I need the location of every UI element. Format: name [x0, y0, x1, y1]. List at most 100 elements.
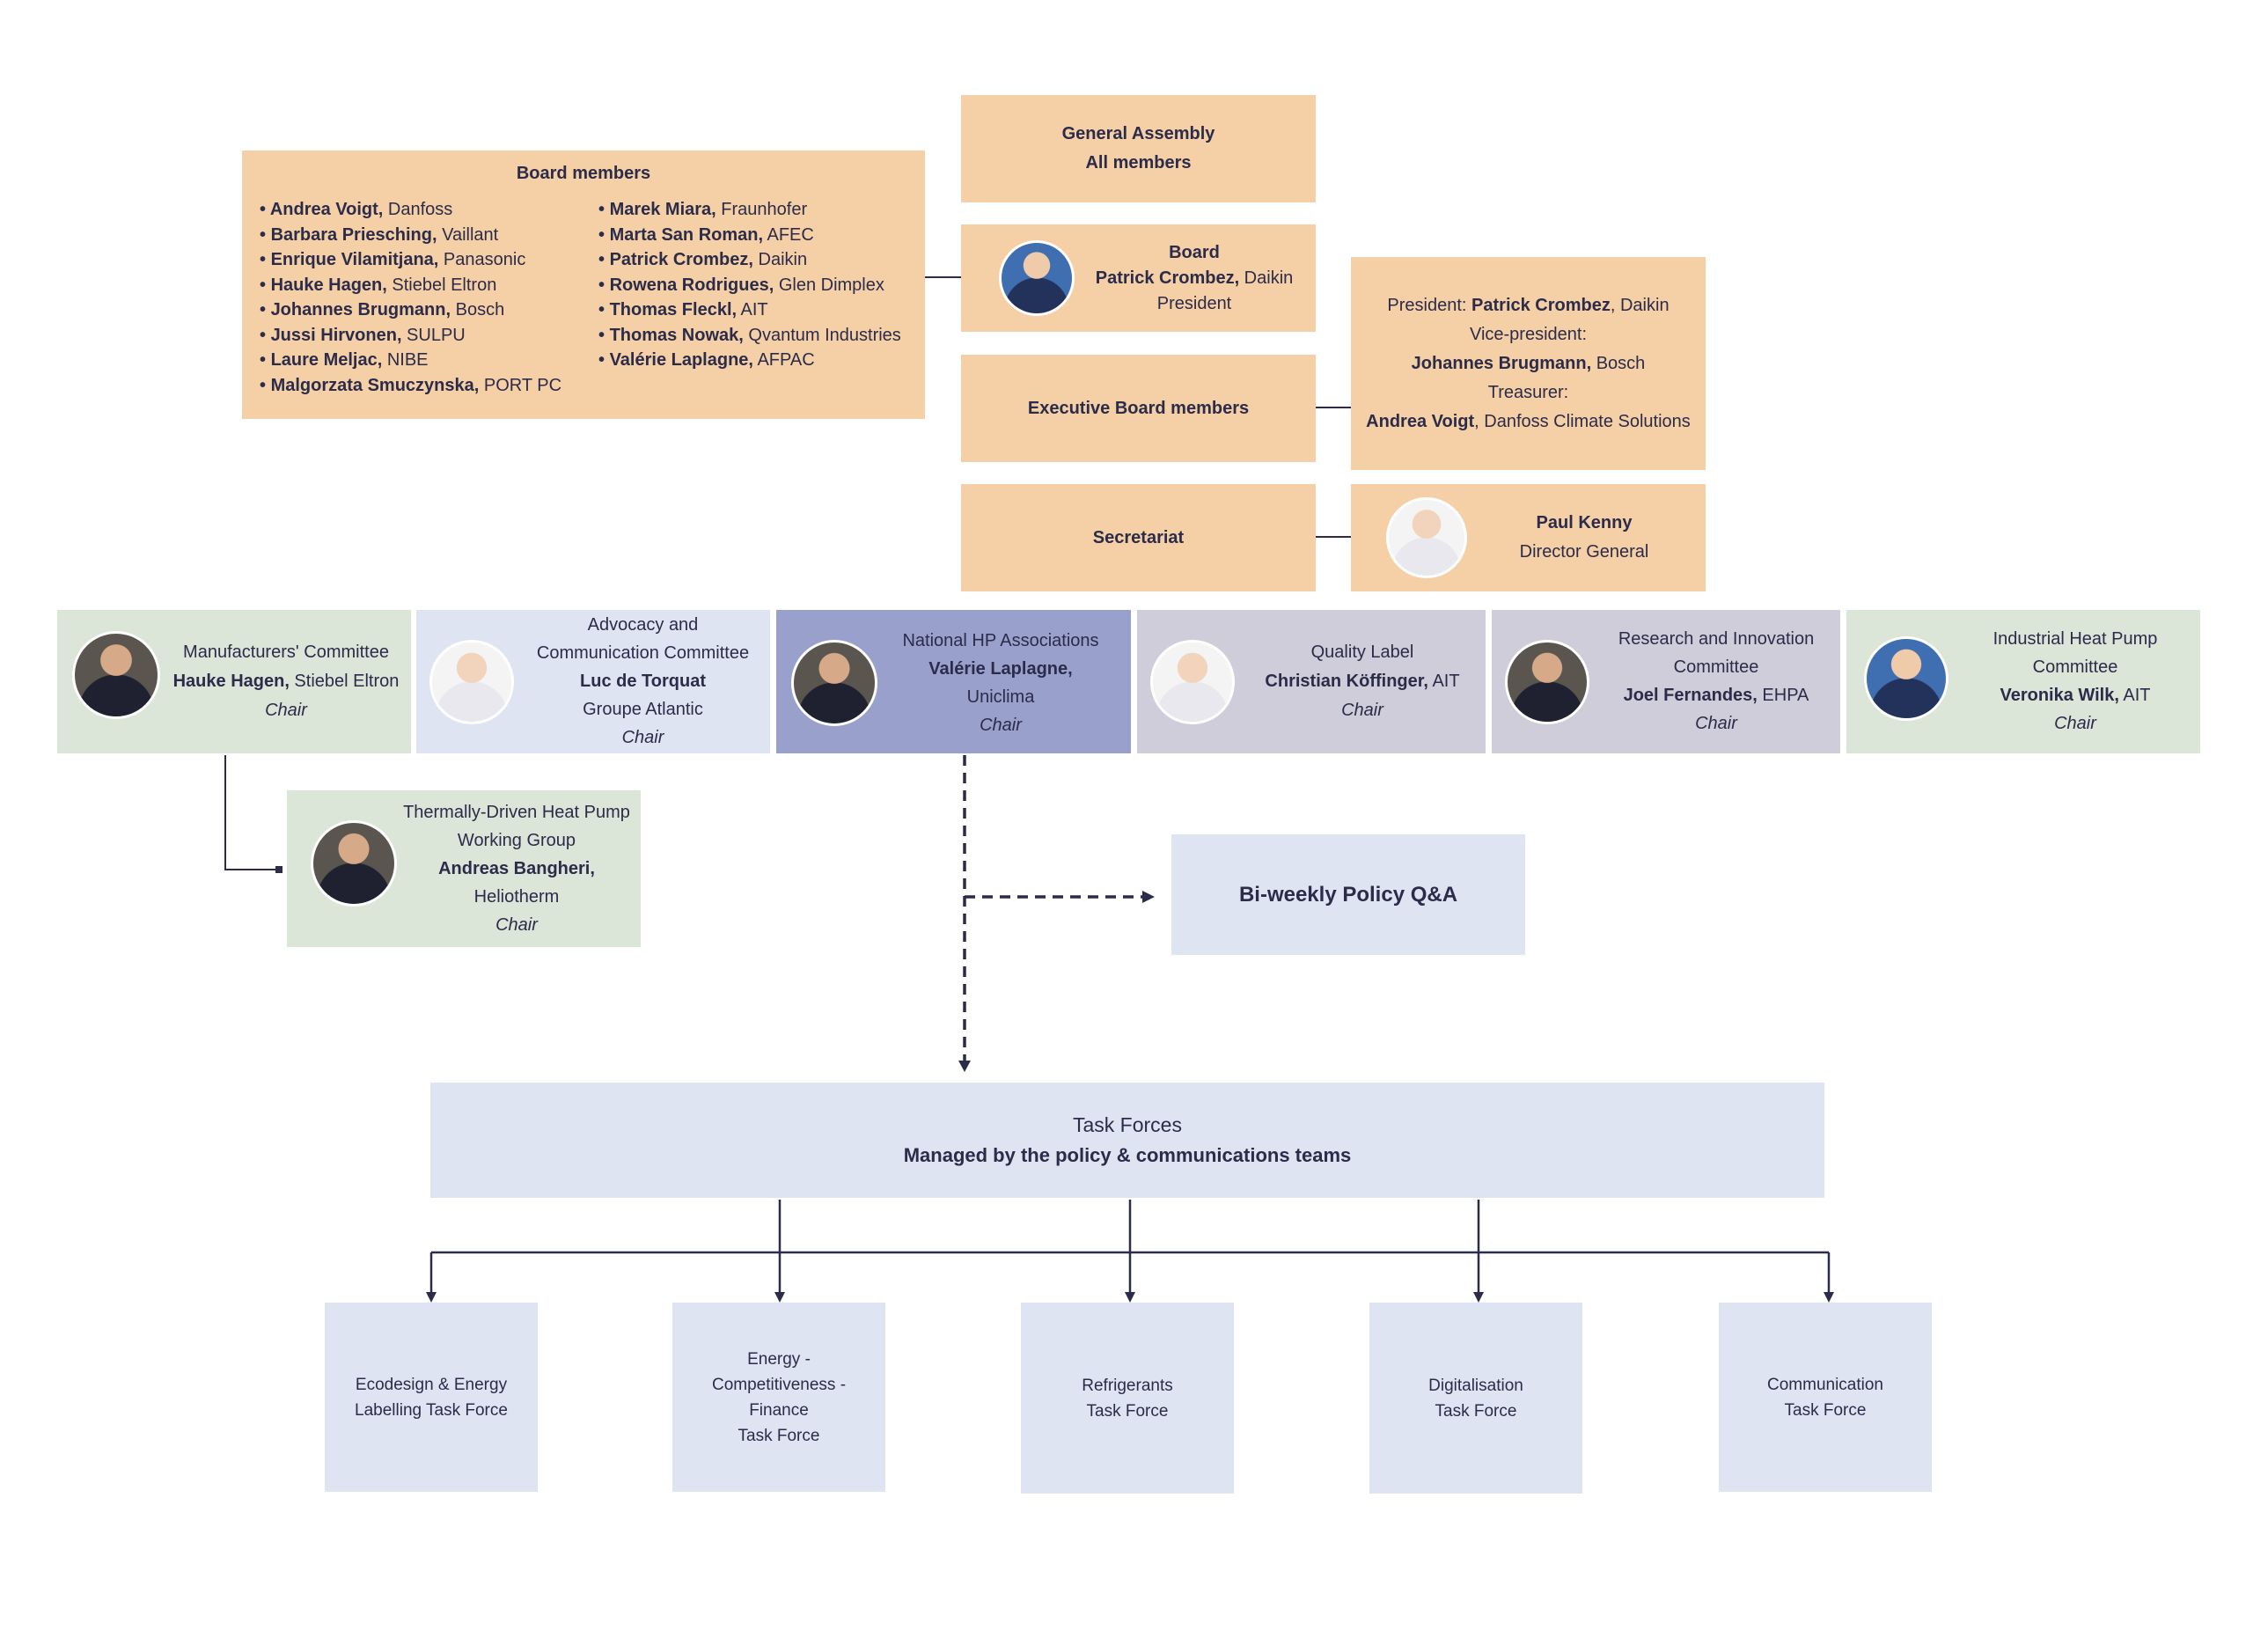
task-force-communication-line2: Task Force — [1784, 1400, 1867, 1420]
board-members-list-right: Marek Miara, FraunhoferMarta San Roman, … — [598, 197, 901, 373]
board-member-org: AFEC — [763, 224, 814, 245]
board-member-item: Laure Meljac, NIBE — [260, 348, 561, 373]
national-associations-box: National HP Associations Valérie Laplagn… — [776, 610, 1131, 753]
board-member-name: Thomas Fleckl, — [609, 300, 738, 319]
advocacy-chair-avatar — [429, 640, 514, 724]
president-label: President: — [1387, 295, 1472, 315]
board-member-name: Barbara Priesching, — [270, 224, 437, 245]
quality-title: Quality Label — [1310, 642, 1414, 662]
director-box: Paul Kenny Director General — [1351, 484, 1706, 591]
board-president-org: Daikin — [1239, 268, 1294, 288]
vp-label: Vice-president: — [1469, 324, 1588, 344]
quality-chair-name: Christian Köffinger, — [1265, 672, 1428, 691]
board-president-role: President — [1156, 293, 1232, 313]
board-member-org: Stiebel Eltron — [386, 275, 497, 295]
board-member-item: Valérie Laplagne, AFPAC — [598, 348, 901, 373]
board-member-item: Thomas Fleckl, AIT — [598, 297, 901, 323]
director-role: Director General — [1519, 542, 1649, 562]
board-member-org: Bosch — [451, 300, 505, 319]
thermally-chair-role: Chair — [495, 914, 538, 935]
board-member-org: Panasonic — [438, 250, 526, 269]
board-member-item: Jussi Hirvonen, SULPU — [260, 323, 561, 349]
national-chair-name: Valérie Laplagne, — [928, 658, 1073, 679]
industrial-title-line2: Committee — [2032, 657, 2118, 677]
board-member-item: Marta San Roman, AFEC — [598, 223, 901, 248]
treasurer-name: Andrea Voigt — [1366, 411, 1475, 431]
industrial-committee-box: Industrial Heat Pump Committee Veronika … — [1846, 610, 2200, 753]
board-members-box: Board members Andrea Voigt, DanfossBarba… — [242, 151, 925, 419]
board-member-org: AIT — [737, 300, 768, 319]
board-member-item: Johannes Brugmann, Bosch — [260, 297, 561, 323]
board-member-org: Glen Dimplex — [774, 275, 884, 295]
task-force-digitalisation-line1: Digitalisation — [1428, 1376, 1523, 1395]
task-force-communication-line1: Communication — [1767, 1375, 1883, 1394]
manufacturers-chair-org: Stiebel Eltron — [289, 672, 400, 691]
thermally-chair-avatar — [311, 820, 397, 907]
biweekly-policy-label: Bi-weekly Policy Q&A — [1238, 882, 1458, 907]
board-member-item: Malgorzata Smuczynska, PORT PC — [260, 373, 561, 399]
research-chair-avatar — [1505, 640, 1589, 724]
executive-details-box: President: Patrick Crombez, Daikin Vice-… — [1351, 257, 1706, 470]
national-title: National HP Associations — [902, 630, 1099, 650]
manufacturers-chair-role: Chair — [265, 701, 307, 720]
board-member-org: Fraunhofer — [716, 200, 808, 219]
manufacturers-thermally-connector — [224, 755, 280, 870]
board-member-org: Danfoss — [383, 200, 453, 219]
board-member-name: Patrick Crombez, — [609, 250, 753, 269]
general-assembly-title: General Assembly — [1061, 124, 1215, 143]
task-force-ecodesign-line2: Labelling Task Force — [355, 1400, 508, 1420]
industrial-title-line1: Industrial Heat Pump — [1992, 629, 2158, 649]
board-member-name: Rowena Rodrigues, — [609, 275, 774, 295]
advocacy-title-line2: Communication Committee — [536, 643, 750, 663]
task-force-communication: Communication Task Force — [1719, 1303, 1932, 1492]
manufacturers-chair-avatar — [72, 631, 160, 719]
task-force-ecodesign-line1: Ecodesign & Energy — [355, 1375, 508, 1394]
board-member-org: PORT PC — [479, 375, 562, 395]
industrial-chair-name: Veronika Wilk, — [2000, 686, 2119, 705]
general-assembly-box: General Assembly All members — [961, 95, 1316, 202]
board-title: Board — [1169, 242, 1220, 262]
vp-name: Johannes Brugmann, — [1411, 353, 1592, 373]
board-box: Board Patrick Crombez, Daikin President — [961, 224, 1316, 332]
thermally-driven-box: Thermally-Driven Heat Pump Working Group… — [287, 790, 641, 947]
task-force-refrigerants-line2: Task Force — [1086, 1401, 1169, 1421]
biweekly-policy-box: Bi-weekly Policy Q&A — [1171, 834, 1525, 955]
national-chair-org: Uniclima — [966, 686, 1035, 707]
board-member-org: AFPAC — [752, 350, 815, 370]
secretariat-box: Secretariat — [961, 484, 1316, 591]
manufacturers-title: Manufacturers' Committee — [183, 642, 389, 662]
board-member-item: Marek Miara, Fraunhofer — [598, 197, 901, 223]
board-member-item: Enrique Vilamitjana, Panasonic — [260, 247, 561, 273]
quality-label-box: Quality Label Christian Köffinger, AIT C… — [1137, 610, 1486, 753]
board-member-name: Andrea Voigt, — [269, 200, 384, 219]
advocacy-committee-box: Advocacy and Communication Committee Luc… — [416, 610, 770, 753]
board-member-item: Patrick Crombez, Daikin — [598, 247, 901, 273]
president-org: , Daikin — [1610, 295, 1670, 315]
board-member-name: Hauke Hagen, — [270, 275, 387, 295]
board-president-avatar — [999, 240, 1075, 316]
board-member-name: Malgorzata Smuczynska, — [270, 375, 480, 395]
board-member-item: Barbara Priesching, Vaillant — [260, 223, 561, 248]
research-committee-box: Research and Innovation Committee Joel F… — [1492, 610, 1840, 753]
board-member-org: SULPU — [401, 325, 466, 345]
board-member-org: NIBE — [382, 350, 429, 370]
board-member-item: Rowena Rodrigues, Glen Dimplex — [598, 273, 901, 298]
research-title-line2: Committee — [1673, 657, 1759, 677]
national-chair-avatar — [791, 640, 877, 726]
general-assembly-subtitle: All members — [1085, 153, 1192, 173]
advocacy-chair-org: Groupe Atlantic — [583, 700, 703, 719]
president-name: Patrick Crombez — [1471, 295, 1611, 315]
research-chair-name: Joel Fernandes, — [1623, 686, 1758, 705]
board-members-title: Board members — [516, 164, 651, 183]
board-member-name: Thomas Nowak, — [609, 325, 744, 345]
advocacy-title-line1: Advocacy and — [587, 615, 699, 635]
board-member-item: Hauke Hagen, Stiebel Eltron — [260, 273, 561, 298]
task-forces-box: Task Forces Managed by the policy & comm… — [430, 1083, 1824, 1198]
treasurer-org: , Danfoss Climate Solutions — [1474, 411, 1691, 431]
task-force-energy-line3: Finance — [749, 1400, 809, 1420]
board-member-name: Marek Miara, — [609, 200, 716, 219]
executive-board-label: Executive Board members — [1027, 398, 1250, 418]
manufacturers-chair-name: Hauke Hagen, — [172, 672, 290, 691]
advocacy-chair-role: Chair — [621, 728, 664, 747]
board-member-org: Qvantum Industries — [743, 325, 901, 345]
